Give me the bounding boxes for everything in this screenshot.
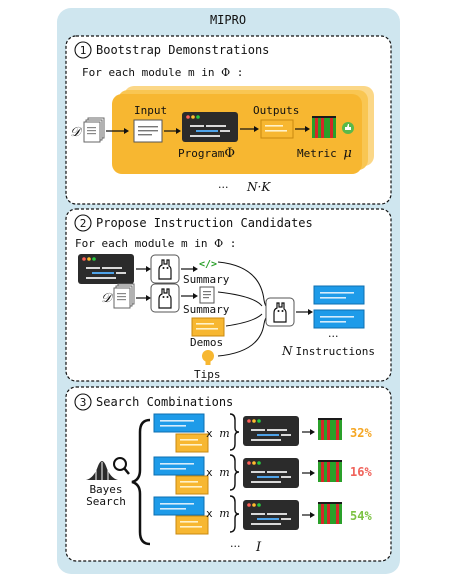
thumbs-up-glyph <box>345 124 351 130</box>
step3-number: 3 <box>80 396 87 409</box>
step1-metric-label: Metric μ <box>297 146 352 161</box>
step3-brace-2 <box>229 454 240 491</box>
step1-input-doc-icon <box>133 119 163 143</box>
step1-for-each: For each module m in Φ : <box>82 66 243 79</box>
step2-arrow-program-head <box>146 266 151 272</box>
step3-instruction-card-3 <box>153 496 205 516</box>
step2-llama-icon-2 <box>150 283 180 313</box>
step2-arrow-llama2-head <box>193 293 198 299</box>
step3-row-3: x m 54% <box>153 495 372 535</box>
step1-dataset-symbol: 𝒟 <box>70 125 83 140</box>
step1-program-label: ProgramΦ <box>178 146 235 161</box>
step3-arrow-1-head <box>310 429 315 435</box>
step2-demos-icon <box>191 317 225 337</box>
step3-program-window-2 <box>243 458 299 488</box>
step3-title: Search Combinations <box>96 395 233 409</box>
step3-times-2: x m <box>206 466 230 479</box>
step2-summary-label-1: Summary <box>183 273 230 286</box>
step3-score-1: 32% <box>350 426 372 440</box>
step3-instruction-card-1 <box>153 413 205 433</box>
step3-big-brace <box>131 418 151 546</box>
step3-program-window-3 <box>243 500 299 530</box>
step2-ellipsis: ··· <box>328 330 339 343</box>
step2-converge-curve-3 <box>225 313 263 327</box>
step3-metric-bars-2 <box>318 460 342 482</box>
step1-arrow-dataset-head <box>124 128 129 134</box>
bayes-label-1: Bayes <box>89 483 122 496</box>
lightbulb-icon <box>202 350 214 365</box>
step1-number-circle <box>74 41 92 59</box>
step1-title: Bootstrap Demonstrations <box>96 43 269 57</box>
step2-llama-icon-1 <box>150 254 180 284</box>
step3-times-3: x m <box>206 507 230 520</box>
step1-ellipsis: ··· <box>218 181 229 194</box>
step2-arrow-llama1-head <box>193 266 198 272</box>
step2-llama-icon-3 <box>265 297 295 327</box>
step3-brace-1 <box>229 413 240 451</box>
step2-dataset-symbol: 𝒟 <box>101 291 114 306</box>
step2-summary-doc-icon <box>199 286 215 304</box>
step2-box <box>65 208 392 382</box>
step1-number: 1 <box>80 44 87 57</box>
step3-arrow-3-head <box>310 512 315 518</box>
step1-input-label: Input <box>134 104 167 117</box>
step3-row-1: x m 32% <box>153 413 372 453</box>
bayes-label-2: Search <box>86 495 126 508</box>
step2-demos-label: Demos <box>190 336 223 349</box>
step3-number-circle <box>74 393 92 411</box>
step2-summary-label-2: Summary <box>183 303 230 316</box>
step1-arrow-input-head <box>176 128 181 134</box>
step3-demo-envelope-3 <box>175 515 209 535</box>
step3-metric-bars-1 <box>318 418 342 440</box>
step3-ellipsis: ··· <box>230 540 241 553</box>
step3-box <box>65 386 392 562</box>
step1-arrow-outputs-head <box>305 126 310 132</box>
bayes-distribution-icon <box>86 461 118 480</box>
step2-number-circle <box>74 214 92 232</box>
step2-number: 2 <box>80 217 87 230</box>
step1-arrow-program-head <box>254 126 259 132</box>
step3-program-window-1 <box>243 416 299 446</box>
step3-trials-symbol: I <box>255 540 262 555</box>
step2-program-window-icon <box>78 254 134 284</box>
page-title: MIPRO <box>210 13 246 27</box>
code-icon: </> <box>199 259 217 270</box>
step2-tips-label: Tips <box>194 368 221 381</box>
step1-program-window-icon <box>182 112 238 142</box>
step3-instruction-card-2 <box>153 456 205 476</box>
magnifier-icon <box>113 457 130 475</box>
step2-dataset-icon <box>113 283 135 309</box>
step2-arrow-dataset-head <box>146 295 151 301</box>
step1-repeat-label: N·K <box>246 180 271 194</box>
step3-demo-envelope-2 <box>175 475 209 495</box>
step1-outputs-label: Outputs <box>253 104 299 117</box>
step1-metric-bars-icon <box>312 116 336 138</box>
step3-row-2: x m 16% <box>153 454 372 495</box>
step2-for-each: For each module m in Φ : <box>75 237 236 250</box>
step2-arrow-llama3-head <box>308 309 313 315</box>
step2-converge-curve-2 <box>217 291 263 307</box>
step2-instruction-card-1 <box>313 285 365 305</box>
step3-arrow-2-head <box>310 470 315 476</box>
step3-demo-envelope-1 <box>175 433 209 453</box>
step3-times-1: x m <box>206 427 230 440</box>
step3-brace-3 <box>229 495 240 533</box>
step1-outputs-icon <box>260 119 294 139</box>
step2-instruction-card-2 <box>313 309 365 329</box>
step3-score-2: 16% <box>350 465 372 479</box>
step3-metric-bars-3 <box>318 502 342 524</box>
step2-title: Propose Instruction Candidates <box>96 216 313 230</box>
step1-dataset-icon <box>83 117 105 143</box>
step3-score-3: 54% <box>350 509 372 523</box>
